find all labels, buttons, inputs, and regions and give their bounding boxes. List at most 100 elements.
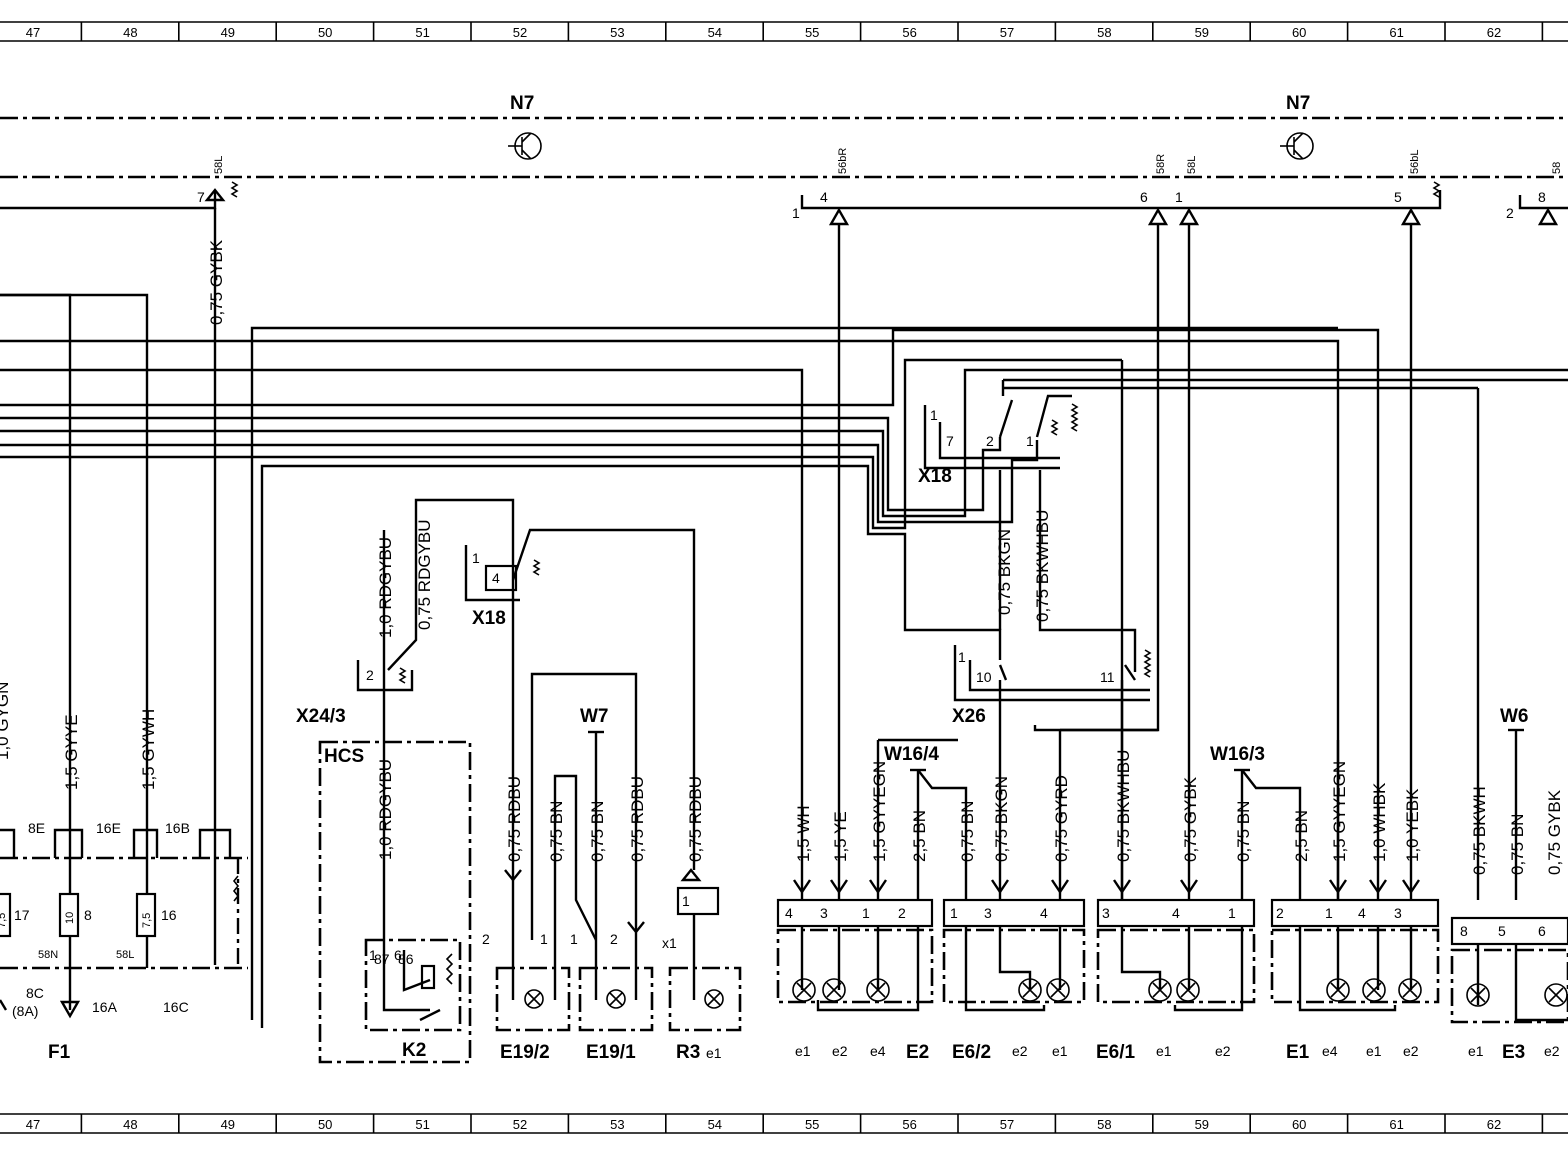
top-ruler-label: 61 <box>1389 25 1403 40</box>
pin-6: 6 <box>1140 189 1148 205</box>
e6-1-e1: e1 <box>1156 1043 1172 1059</box>
fuse-label-16a: 16A <box>92 999 118 1015</box>
lamp-icon <box>524 989 544 1009</box>
bottom-ruler-label: 61 <box>1389 1117 1403 1132</box>
lamp-unit-e3 <box>1450 916 1568 1024</box>
n7-label-left: N7 <box>510 93 534 114</box>
e2-pin-3: 3 <box>820 905 828 921</box>
fuse-label-8e: 8E <box>28 820 45 836</box>
top-ruler-label: 53 <box>610 25 624 40</box>
wire-label-bkgn-low: 0,75 BKGN <box>992 776 1011 862</box>
e1-pin-4: 4 <box>1358 905 1366 921</box>
pin-58r: 58R <box>1155 154 1167 174</box>
connector-w16-3-label: W16/3 <box>1210 744 1265 765</box>
lamp-label-e2: E2 <box>906 1042 929 1063</box>
wire-label-rdbu-a: 0,75 RDBU <box>505 776 524 862</box>
top-ruler-label: 49 <box>221 25 235 40</box>
x26-pin-10: 10 <box>976 669 992 685</box>
fuse-label-58n: 58N <box>38 949 58 961</box>
ground-connectors <box>876 680 1524 900</box>
e3-pin-5: 5 <box>1498 923 1506 939</box>
fuse-block-f1 <box>0 810 248 1019</box>
n7-pin-strip-left <box>0 190 217 210</box>
wire-label-whbk: 1,0 WHBK <box>1370 782 1389 862</box>
connector-x26 <box>953 645 1152 702</box>
e6-2-pin-3: 3 <box>984 905 992 921</box>
lamp-label-e3: E3 <box>1502 1042 1525 1063</box>
bottom-ruler-label: 56 <box>902 1117 916 1132</box>
bottom-ruler-label: 62 <box>1487 1117 1501 1132</box>
wire-label-gywh: 1,5 GYWH <box>139 709 158 790</box>
bulb-icon <box>822 978 846 1002</box>
connector-x18-right-label: X18 <box>918 466 952 487</box>
e2-e4: e4 <box>870 1043 886 1059</box>
relay-pin-1: 1 <box>369 947 377 963</box>
e6-1-pin-4: 4 <box>1172 905 1180 921</box>
transistor-icon <box>1280 132 1314 160</box>
wire-label-bkwh: 0,75 BKWH <box>1470 786 1489 875</box>
x18-right-pin-1b: 1 <box>1026 433 1034 449</box>
connector-x26-label: X26 <box>952 706 986 727</box>
lamp-label-e6-2: E6/2 <box>952 1042 991 1063</box>
e6-2-e1: e1 <box>1052 1043 1068 1059</box>
bottom-ruler-label: 50 <box>318 1117 332 1132</box>
pin-7: 7 <box>197 189 205 205</box>
wire-label-rdbu-b: 0,75 RDBU <box>628 776 647 862</box>
top-ruler-label: 62 <box>1487 25 1501 40</box>
bottom-ruler-label: 55 <box>805 1117 819 1132</box>
top-ruler-label: 58 <box>1097 25 1111 40</box>
wire-label-rdgybu-10: 1,0 RDGYBU <box>376 537 395 638</box>
bottom-ruler-label: 49 <box>221 1117 235 1132</box>
pin-58-cut: 58 <box>1551 162 1563 174</box>
e1-e1: e1 <box>1366 1043 1382 1059</box>
hcs-label: HCS <box>324 746 364 767</box>
bulb-icon <box>1544 983 1568 1007</box>
lamp-label-e1: E1 <box>1286 1042 1310 1063</box>
bulb-icon <box>1466 983 1490 1007</box>
top-ruler-label: 52 <box>513 25 527 40</box>
wire-label-bn-e: 0,75 BN <box>1508 814 1527 875</box>
bottom-ruler-label: 47 <box>26 1117 40 1132</box>
e6-1-pin-1: 1 <box>1228 905 1236 921</box>
e1-e2: e2 <box>1403 1043 1419 1059</box>
e6-1-e2: e2 <box>1215 1043 1231 1059</box>
wire-label-bn-a: 0,75 BN <box>547 801 566 862</box>
lamp-icon <box>606 989 626 1009</box>
wire-label-gyye: 1,5 GYYE <box>62 714 81 790</box>
x1-pin-1: 1 <box>682 893 690 909</box>
wire-label-ye: 1,5 YE <box>831 811 850 862</box>
fuse-label-8c: 8C <box>26 985 44 1001</box>
bulb-icon <box>1018 978 1042 1002</box>
x18-left-pin-1: 1 <box>472 550 480 566</box>
e3-pin-6: 6 <box>1538 923 1546 939</box>
top-ruler-label: 47 <box>26 25 40 40</box>
top-ruler-label: 57 <box>1000 25 1014 40</box>
x18-right-pin-1: 1 <box>930 407 938 423</box>
e2-pin-1: 1 <box>862 905 870 921</box>
top-ruler-label: 54 <box>708 25 722 40</box>
bulb-icon <box>1148 978 1172 1002</box>
connector-w6-label: W6 <box>1500 706 1529 727</box>
e3-e1: e1 <box>1468 1043 1484 1059</box>
e1-pin-3: 3 <box>1394 905 1402 921</box>
wire-label-gyyegn-a: 1,5 GYYEGN <box>870 761 889 862</box>
wire-label-bn-b: 0,75 BN <box>588 801 607 862</box>
pin-5: 5 <box>1394 189 1402 205</box>
bottom-ruler-label: 53 <box>610 1117 624 1132</box>
fuse-label-16e: 16E <box>96 820 121 836</box>
connector-arrows <box>793 879 1420 895</box>
bulb-icon <box>792 978 816 1002</box>
bottom-ruler-label: 52 <box>513 1117 527 1132</box>
x18-left-pin-4: 4 <box>492 570 500 586</box>
r3-e1: e1 <box>706 1045 722 1061</box>
pin-1b: 1 <box>1175 189 1183 205</box>
bottom-ruler-label: 60 <box>1292 1117 1306 1132</box>
relay-pin-86: 86 <box>398 951 414 967</box>
relay-pin-87: 87 <box>374 951 390 967</box>
wire-label-rdgybu-075: 0,75 RDGYBU <box>415 519 434 630</box>
wire-label-bn-25b: 2,5 BN <box>1292 810 1311 862</box>
connector-x24-3 <box>356 498 515 692</box>
wire-label-bn-c: 0,75 BN <box>958 801 977 862</box>
wire-label-bkwhbu-low: 0,75 BKWHBU <box>1114 750 1133 862</box>
lamp-unit-e6-1 <box>1096 898 1256 1012</box>
